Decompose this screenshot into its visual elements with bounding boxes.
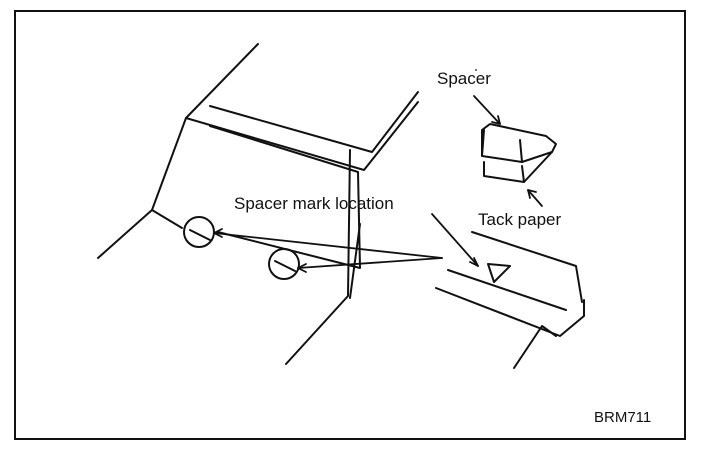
tack-paper-label: Tack paper bbox=[478, 210, 562, 229]
spacer-label: Spacer bbox=[437, 69, 491, 88]
figure-frame bbox=[14, 10, 686, 440]
lower-panel-outline bbox=[435, 231, 585, 369]
spacer-part bbox=[481, 123, 557, 183]
spacer-mark-location-label: Spacer mark location bbox=[234, 194, 394, 213]
spacer-mark-triangle bbox=[487, 263, 511, 283]
spacer-mark-circle-1 bbox=[183, 216, 215, 248]
leader-arrows bbox=[213, 69, 543, 273]
spacer-mark-dash-2 bbox=[274, 260, 296, 272]
figure-code-label: BRM711 bbox=[594, 409, 652, 426]
spacer-mark-dash-1 bbox=[189, 229, 211, 241]
spacer-mark-circle-2 bbox=[268, 248, 300, 280]
